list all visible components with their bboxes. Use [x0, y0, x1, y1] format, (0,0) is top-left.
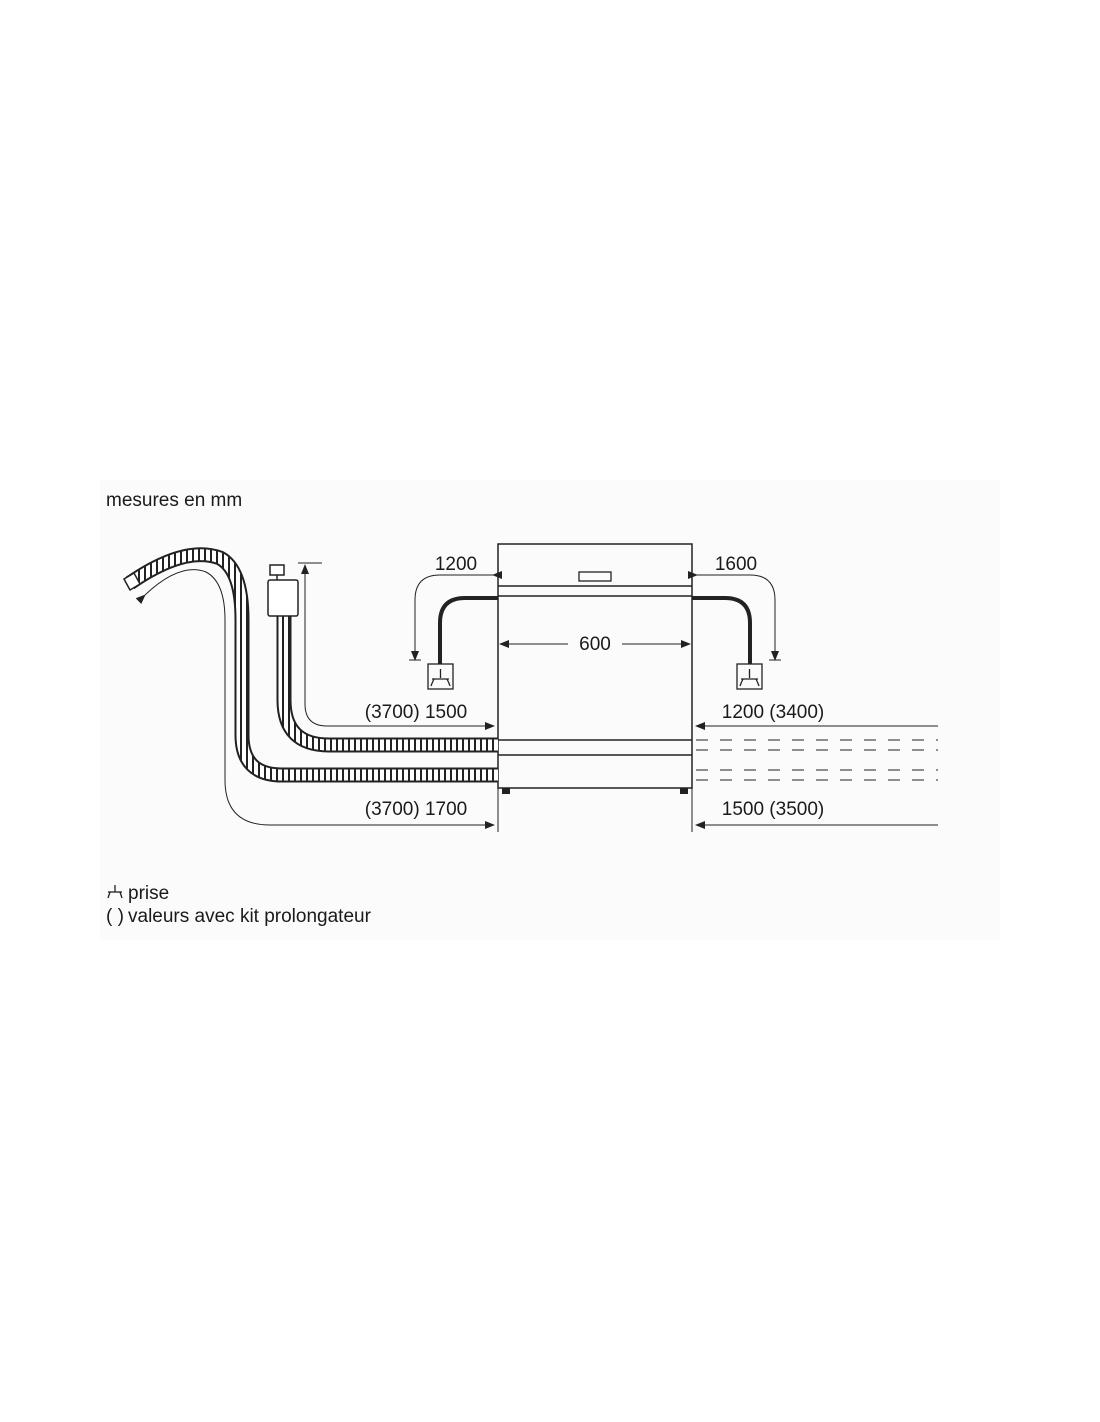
inlet-right-label: 1200 (3400) [722, 702, 824, 723]
socket-icon [736, 663, 763, 690]
inlet-height-marker [298, 562, 322, 612]
foot-right [680, 788, 688, 794]
right-cord-dimension-line [688, 571, 779, 661]
aquastop-valve [267, 564, 299, 617]
left-cord-dimension-line [411, 571, 502, 661]
dishwasher-outline [497, 543, 693, 789]
left-power-cord [438, 596, 498, 664]
right-dimension-lines [497, 722, 938, 832]
socket-icon [106, 883, 128, 905]
drain-left-label: (3700) 1700 [365, 799, 467, 820]
width-label: 600 [579, 634, 611, 655]
legend-extension: ( )valeurs avec kit prolongateur [106, 906, 371, 928]
legend-extension-label: valeurs avec kit prolongateur [128, 906, 371, 927]
left-cord-label: 1200 [435, 554, 477, 575]
legend-outlet-label: prise [128, 883, 170, 904]
drain-dimension-line [135, 569, 495, 829]
right-hose-dashes [696, 739, 938, 781]
drain-hose-end [122, 571, 142, 592]
foot-left [502, 788, 510, 794]
units-note: mesures en mm [106, 490, 243, 511]
right-power-cord [692, 596, 752, 664]
extension-symbol: ( ) [106, 906, 124, 927]
right-cord-label: 1600 [715, 554, 757, 575]
legend-outlet: prise [106, 883, 169, 905]
inlet-left-label: (3700) 1500 [365, 702, 467, 723]
drain-right-label: 1500 (3500) [722, 799, 824, 820]
socket-icon [427, 663, 454, 690]
